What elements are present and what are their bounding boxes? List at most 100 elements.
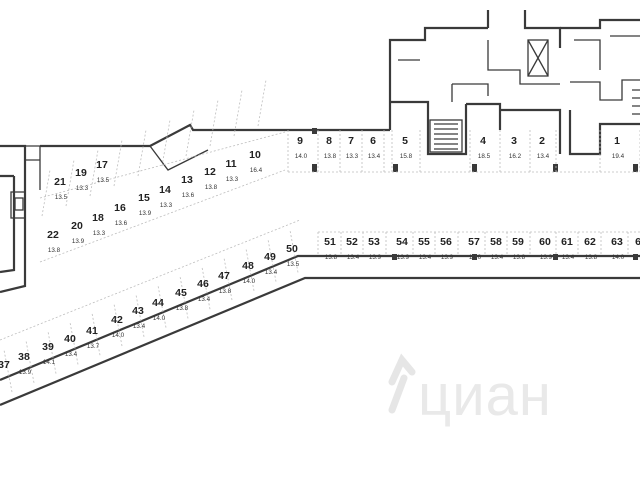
spot-area: 14.0 bbox=[612, 254, 625, 261]
parking-spot-4[interactable]: 418.5 bbox=[478, 135, 491, 160]
spot-number: 59 bbox=[512, 236, 524, 248]
spot-number: 1 bbox=[614, 135, 620, 147]
spot-number: 55 bbox=[418, 236, 430, 248]
spot-area: 18.5 bbox=[478, 153, 491, 160]
spot-number: 52 bbox=[346, 236, 358, 248]
spot-area: 13.6 bbox=[115, 220, 128, 227]
spot-number: 56 bbox=[440, 236, 452, 248]
spot-number: 62 bbox=[584, 236, 596, 248]
spot-divider bbox=[0, 219, 301, 341]
spot-number: 3 bbox=[511, 135, 517, 147]
spot-number: 22 bbox=[47, 229, 59, 241]
pillars bbox=[312, 128, 638, 260]
spot-number: 37 bbox=[0, 359, 10, 371]
spot-area: 13.4 bbox=[537, 153, 550, 160]
spot-number: 2 bbox=[539, 135, 545, 147]
spot-area: 13.8 bbox=[205, 184, 218, 191]
spot-area: 13.3 bbox=[76, 185, 89, 192]
parking-spot-6[interactable]: 6 bbox=[635, 236, 640, 248]
spot-area: 13.8 bbox=[585, 254, 598, 261]
parking-spot-52[interactable]: 52 13.4 bbox=[346, 236, 359, 261]
spot-number: 21 bbox=[54, 176, 66, 188]
spot-area: 13.4 bbox=[65, 351, 78, 358]
parking-spot-5[interactable]: 515.8 bbox=[400, 135, 413, 160]
spot-area: 13.9 bbox=[139, 210, 152, 217]
parking-spot-9[interactable]: 914.0 bbox=[295, 135, 308, 160]
parking-spot-2[interactable]: 213.4 bbox=[537, 135, 550, 160]
spot-area: 13.8 bbox=[219, 288, 232, 295]
spot-number: 7 bbox=[348, 135, 354, 147]
walls bbox=[0, 10, 640, 407]
spot-number: 42 bbox=[111, 314, 123, 326]
spot-area: 19.4 bbox=[612, 153, 625, 160]
spot-area: 13.3 bbox=[160, 202, 173, 209]
spot-number: 44 bbox=[152, 297, 164, 309]
parking-spot-21[interactable]: 21 13.5 bbox=[54, 176, 67, 201]
parking-spot-7[interactable]: 713.3 bbox=[346, 135, 359, 160]
spot-number: 10 bbox=[249, 149, 261, 161]
spot-area: 13.8 bbox=[325, 254, 338, 261]
parking-spot-3[interactable]: 316.2 bbox=[509, 135, 522, 160]
spot-area: 14.1 bbox=[43, 359, 56, 366]
spot-number: 48 bbox=[242, 260, 254, 272]
spot-divider bbox=[209, 99, 219, 147]
spot-area: 13.9 bbox=[441, 254, 454, 261]
spot-number: 13 bbox=[181, 174, 193, 186]
parking-spot-62[interactable]: 62 13.8 bbox=[584, 236, 597, 261]
parking-spot-1[interactable]: 119.4 bbox=[612, 135, 625, 160]
spot-area: 13.4 bbox=[347, 254, 360, 261]
spot-divider bbox=[257, 79, 267, 127]
parking-spot-63[interactable]: 63 14.0 bbox=[611, 236, 624, 261]
spot-number: 20 bbox=[71, 220, 83, 232]
spot-area: 13.4 bbox=[133, 323, 146, 330]
parking-spot-6[interactable]: 613.4 bbox=[368, 135, 381, 160]
watermark: циан bbox=[388, 353, 551, 428]
parking-spot-37[interactable]: 37 bbox=[0, 359, 10, 371]
parking-spot-51[interactable]: 51 13.8 bbox=[324, 236, 337, 261]
spot-number: 38 bbox=[18, 351, 30, 363]
spot-number: 51 bbox=[324, 236, 336, 248]
spot-area: 14.0 bbox=[295, 153, 308, 160]
spot-area: 13.5 bbox=[55, 194, 68, 201]
spot-number: 63 bbox=[611, 236, 623, 248]
spot-number: 58 bbox=[490, 236, 502, 248]
parking-spot-8[interactable]: 813.8 bbox=[324, 135, 337, 160]
spot-area: 13.4 bbox=[198, 296, 211, 303]
spot-number: 50 bbox=[286, 243, 298, 255]
parking-spot-56[interactable]: 56 13.9 bbox=[440, 236, 453, 261]
